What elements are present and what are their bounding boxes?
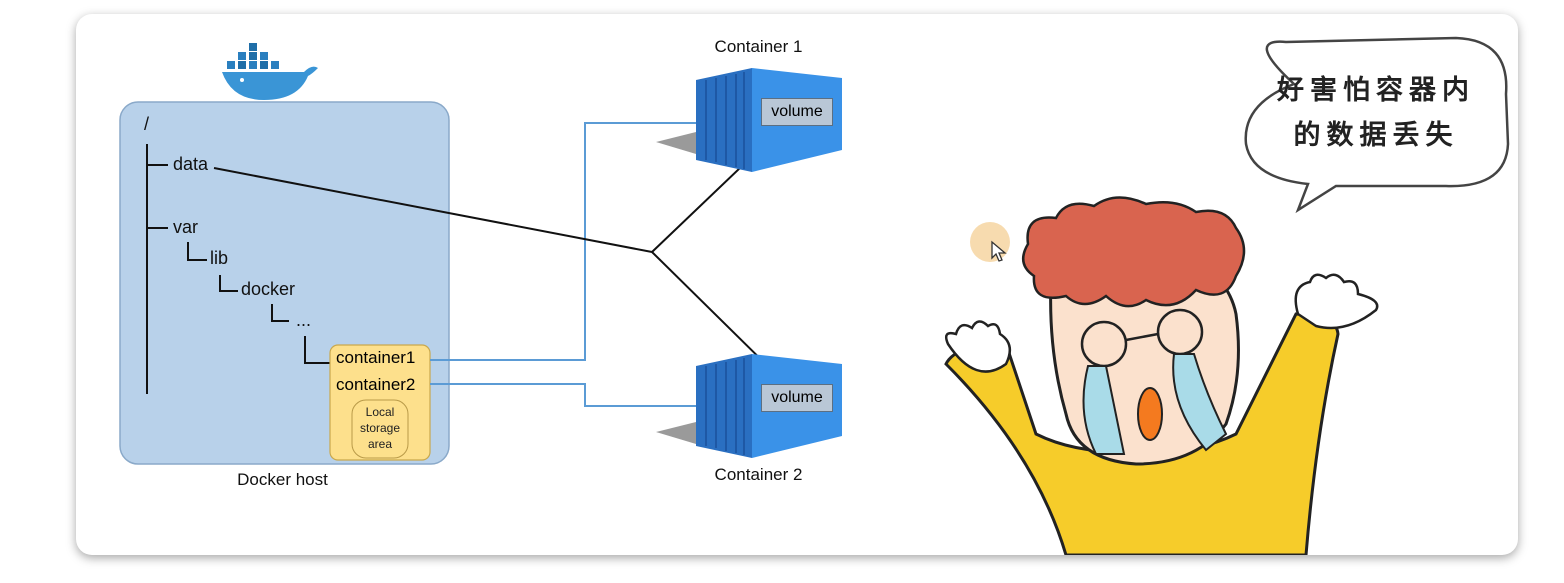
tree-item-var: var (173, 217, 199, 237)
tree-item-ellipsis: ... (296, 310, 312, 330)
docker-host-caption: Docker host (237, 470, 328, 489)
bubble-text: 好害怕容器内 的数据丢失 (1248, 68, 1504, 158)
tree-item-container1: container1 (336, 348, 416, 367)
slide: / data var lib docker ... container1 con… (76, 14, 1518, 555)
local-storage-box (329, 344, 431, 461)
speech-bubble (1244, 36, 1510, 214)
tree-item-lib: lib (210, 248, 229, 268)
mouse-pointer-icon (991, 240, 1007, 262)
volume-1-badge: volume (761, 98, 833, 126)
volume-2-badge: volume (761, 384, 833, 412)
local-line-1: Local (365, 405, 395, 419)
link-lines (430, 122, 699, 407)
tree-item-data: data (173, 154, 209, 174)
crying-person-illustration (944, 196, 1379, 555)
bubble-line-1: 好害怕容器内 (1277, 75, 1475, 106)
root-label: / (144, 114, 150, 134)
local-line-2: storage (359, 421, 401, 435)
cursor-highlight (970, 222, 1010, 262)
docker-whale-icon (222, 43, 318, 100)
tree-item-docker: docker (241, 279, 296, 299)
bubble-line-2: 的数据丢失 (1293, 120, 1459, 151)
tree-lines (146, 144, 330, 394)
tree-item-container2: container2 (336, 375, 416, 394)
local-storage-label: Local storage area (352, 404, 408, 452)
container-2-title: Container 2 (714, 465, 803, 484)
container-1-title: Container 1 (714, 37, 803, 56)
local-line-3: area (367, 437, 393, 451)
